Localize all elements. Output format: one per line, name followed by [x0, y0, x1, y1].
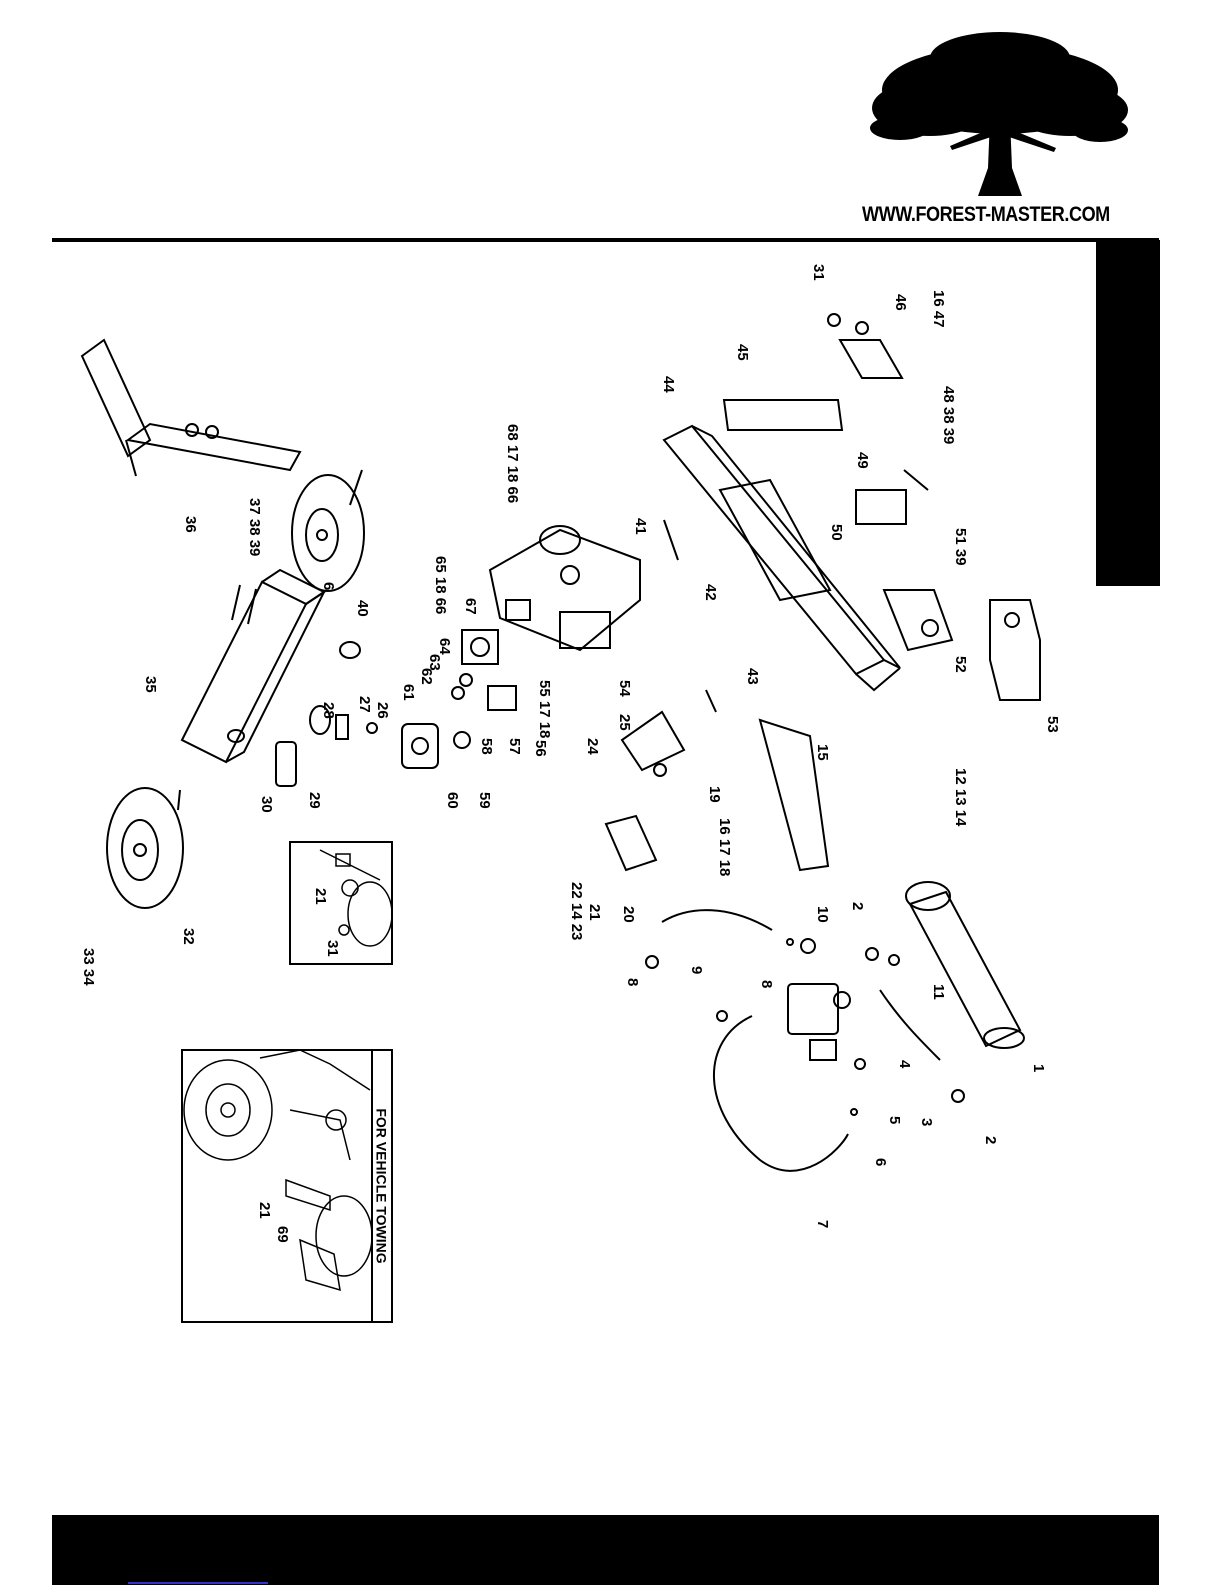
callout-label: 37 38 39	[246, 498, 263, 556]
callout-label: 52	[952, 656, 969, 673]
callout-label: 12 13 14	[952, 768, 969, 827]
callout-label: 67	[462, 598, 479, 615]
callout-label: 35	[142, 676, 159, 693]
callout-label: 48 38 39	[940, 386, 957, 444]
callout-label: 55 17 18	[536, 680, 553, 738]
callout-label: 26	[374, 702, 391, 719]
callout-label: 21	[256, 1202, 273, 1219]
callout-label: 16 47	[930, 290, 947, 328]
callout-label: 30	[258, 796, 275, 813]
callout-label: 31	[324, 940, 341, 957]
callout-label: 41	[632, 518, 649, 535]
callout-label: 1	[1030, 1064, 1047, 1072]
callout-label: 57	[506, 738, 523, 755]
footer-link[interactable]	[128, 1582, 268, 1584]
callout-label: 4	[896, 1060, 913, 1069]
callout-label: 32	[180, 928, 197, 945]
callout-label: 2	[982, 1136, 999, 1144]
callout-label: 69	[274, 1226, 291, 1243]
callout-label: 8	[758, 980, 775, 988]
callout-label: 58	[478, 738, 495, 755]
callout-label: 19	[706, 786, 723, 803]
callout-label: 21	[586, 904, 603, 921]
callout-label: 10	[814, 906, 831, 923]
callout-label: 43	[744, 668, 761, 685]
callout-label: 59	[476, 792, 493, 809]
callout-label: 28	[320, 702, 337, 719]
callout-label: 64	[436, 638, 453, 655]
callout-label: 61	[400, 684, 417, 701]
callout-label: 3	[918, 1118, 935, 1126]
callout-label: 44	[660, 376, 677, 393]
callout-label: 2	[849, 902, 866, 910]
callout-label: 22 14 23	[568, 882, 585, 940]
callout-label: 7	[814, 1220, 831, 1228]
callout-label: 53	[1044, 716, 1061, 733]
callout-label: 31	[810, 264, 827, 281]
vehicle-towing-caption: FOR VEHICLE TOWING	[372, 1052, 392, 1320]
callout-label: 60	[444, 792, 461, 809]
callout-label: 11	[930, 984, 947, 1000]
callout-label: 56	[532, 740, 549, 757]
callout-label: 16 17 18	[716, 818, 733, 876]
callout-label: 6	[320, 582, 337, 590]
callout-label: 25	[616, 714, 633, 731]
callout-label: 8	[624, 978, 641, 986]
callout-label: 40	[354, 600, 371, 617]
callout-label: 9	[688, 966, 705, 974]
callout-label: 50	[828, 524, 845, 541]
callout-label: 68 17 18 66	[504, 424, 521, 503]
callout-label: 54	[616, 680, 633, 697]
callout-label: 49	[854, 452, 871, 469]
callout-label: 24	[584, 738, 601, 755]
callout-label: 46	[892, 294, 909, 311]
callout-label: 36	[182, 516, 199, 533]
callout-label: 6	[872, 1158, 889, 1166]
callout-label: 27	[356, 696, 373, 713]
callout-label: 63	[426, 654, 443, 671]
callout-label: 20	[620, 906, 637, 923]
callout-label: 21	[312, 888, 329, 905]
callout-label: 33 34	[80, 948, 97, 986]
footer-bar	[52, 1515, 1159, 1585]
callout-label: 45	[734, 344, 751, 361]
callout-label: 29	[306, 792, 323, 809]
callout-label: 51 39	[952, 528, 969, 566]
callout-label: 5	[886, 1116, 903, 1124]
callout-label: 15	[814, 744, 831, 761]
inset-caption-text: FOR VEHICLE TOWING	[374, 1108, 390, 1263]
callout-label: 42	[702, 584, 719, 601]
callout-label: 65 18 66	[432, 556, 449, 614]
